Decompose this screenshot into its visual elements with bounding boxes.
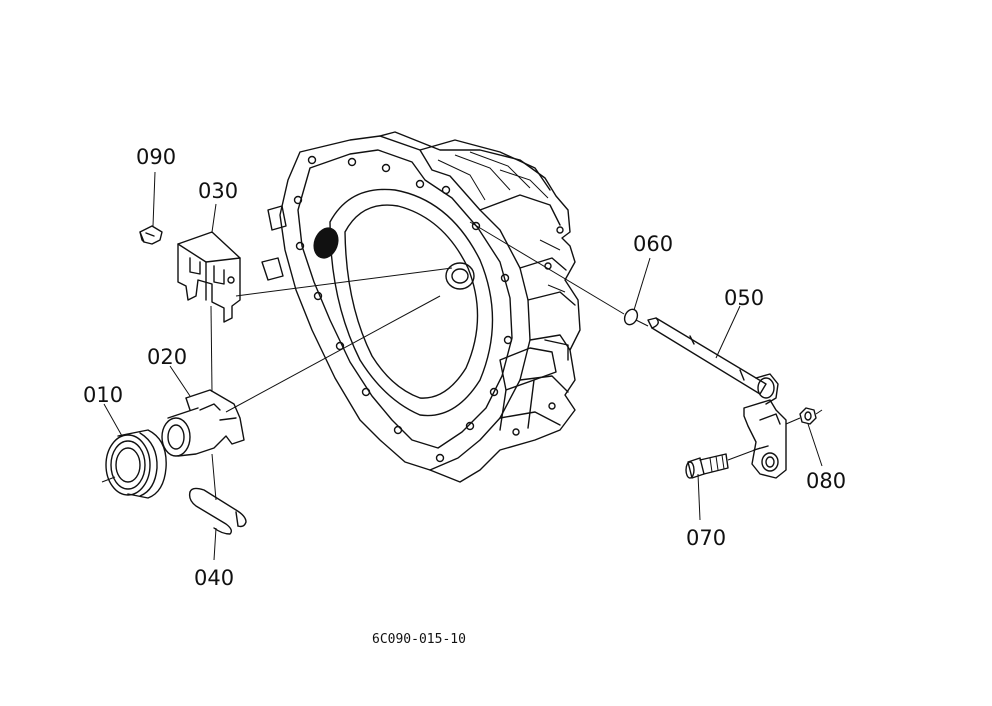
assembly-lines: [101, 221, 823, 501]
leader-lines: [103, 171, 823, 561]
part-060-o-ring: [623, 308, 639, 326]
label-090: 090: [136, 145, 176, 169]
part-020-bearing-sleeve: [161, 389, 245, 457]
part-040-spring: [188, 487, 247, 535]
label-080: 080: [806, 469, 846, 493]
label-050: 050: [724, 286, 764, 310]
part-labels: 090 030 020 010 040 060 050 070 080: [83, 145, 846, 590]
label-010: 010: [83, 383, 123, 407]
part-070-bolt: [685, 453, 729, 479]
part-010-release-bearing: [105, 429, 167, 499]
drawing-code: 6C090-015-10: [372, 632, 466, 647]
label-060: 060: [633, 232, 673, 256]
label-070: 070: [686, 526, 726, 550]
label-030: 030: [198, 179, 238, 203]
part-050-shaft-lever: [647, 317, 787, 479]
label-020: 020: [147, 345, 187, 369]
label-040: 040: [194, 566, 234, 590]
part-090-clip: [139, 225, 163, 245]
part-030-release-fork: [177, 231, 241, 323]
part-080-nut: [799, 407, 817, 425]
clutch-housing: [261, 131, 581, 483]
